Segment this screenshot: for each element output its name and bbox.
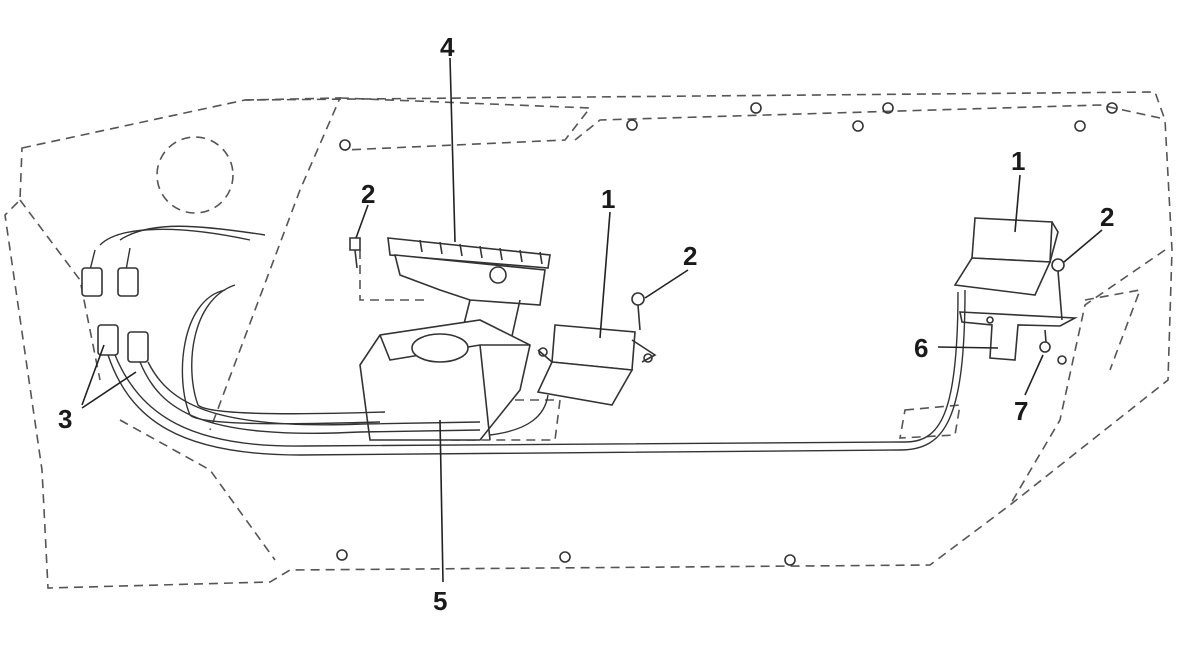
- callout-2-left: 2: [361, 179, 375, 209]
- bracket-plate: [959, 311, 1078, 365]
- control-box-right: [953, 217, 1059, 296]
- callout-7: 7: [1014, 396, 1028, 426]
- screw-left: [349, 237, 361, 269]
- callout-2-right: 2: [1100, 202, 1114, 232]
- callout-5: 5: [433, 586, 447, 616]
- coupler-lower-right: [127, 331, 149, 363]
- screws: [349, 237, 1065, 331]
- coupler-upper-right: [117, 267, 139, 297]
- leader-lines: [81, 57, 1103, 583]
- coupler-lower-left: [97, 324, 119, 356]
- callout-6: 6: [914, 333, 928, 363]
- mounting-bracket: [359, 319, 531, 441]
- callout-labels: 4 1 1 2 2 2 3 5 6 7: [58, 32, 1114, 616]
- callout-1-center: 1: [601, 184, 615, 214]
- nut: [1039, 329, 1051, 353]
- callout-2-center: 2: [683, 241, 697, 271]
- screw-center: [631, 292, 645, 331]
- control-box-center: [536, 324, 657, 406]
- callout-3: 3: [58, 404, 72, 434]
- wiring-harness: [81, 225, 966, 456]
- screw-right: [1051, 258, 1065, 321]
- regulator-heatsink: [387, 237, 551, 346]
- hull-outline: [4, 91, 1173, 589]
- coupler-upper-left: [81, 267, 103, 297]
- callout-4: 4: [440, 32, 455, 62]
- callout-1-right: 1: [1011, 146, 1025, 176]
